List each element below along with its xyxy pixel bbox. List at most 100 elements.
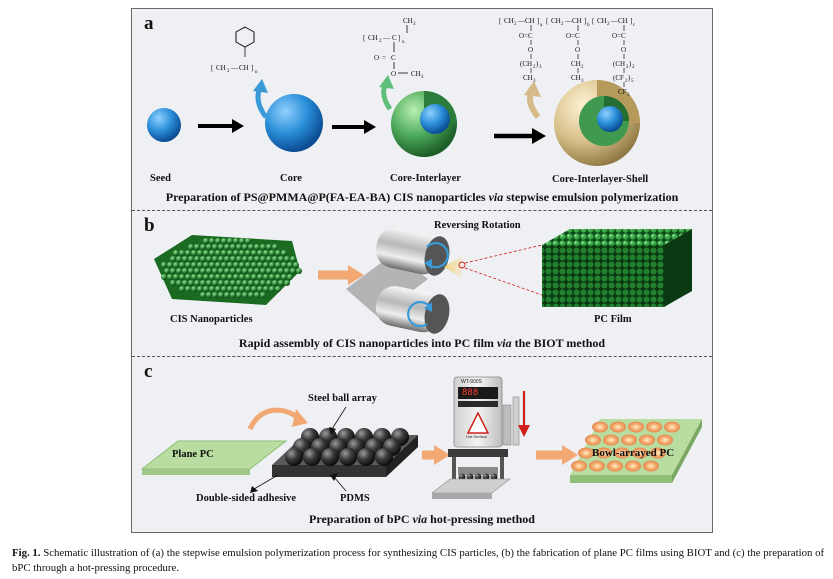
svg-text:2: 2	[379, 39, 382, 44]
core-interlayer-sphere	[391, 91, 457, 157]
svg-text:O: O	[374, 54, 379, 62]
nanoparticle	[209, 262, 215, 268]
svg-text:3: 3	[533, 79, 536, 84]
nanoparticle	[191, 274, 197, 280]
zoom-line-bottom	[464, 267, 543, 296]
nanoparticle	[167, 262, 173, 268]
nanoparticle	[260, 256, 266, 262]
panel-a-b-separator	[132, 210, 712, 211]
nanoparticle	[182, 280, 188, 286]
svg-text:CH: CH	[216, 64, 226, 72]
steel-ball	[285, 448, 303, 466]
nanoparticle	[221, 262, 227, 268]
figure-caption-text: Schematic illustration of (a) the stepwi…	[12, 547, 825, 574]
nanoparticle	[236, 292, 242, 298]
nanoparticle	[263, 250, 269, 256]
nanoparticle	[233, 286, 239, 292]
nanoparticle	[269, 250, 275, 256]
nanoparticle	[278, 280, 284, 286]
nanoparticle	[254, 280, 260, 286]
nanoparticle	[284, 256, 290, 262]
cis-nanoparticles-label: CIS Nanoparticles	[170, 314, 253, 325]
nanoparticle	[188, 268, 194, 274]
svg-text:[: [	[363, 34, 366, 42]
svg-text:O: O	[528, 46, 533, 54]
nanoparticle	[290, 256, 296, 262]
nanoparticle	[170, 256, 176, 262]
bowl	[664, 421, 680, 433]
nanoparticle	[233, 250, 239, 256]
zoom-line-top	[464, 244, 543, 264]
nanoparticle	[245, 238, 251, 244]
panel-c-label: c	[144, 361, 153, 382]
nanoparticle	[242, 244, 248, 250]
panel-c-caption: Preparation of bPC via hot-pressing meth…	[309, 512, 535, 526]
nanoparticle	[260, 292, 266, 298]
nanoparticle	[272, 256, 278, 262]
svg-text:3: 3	[413, 22, 416, 27]
nanoparticle	[266, 256, 272, 262]
svg-text:[: [	[592, 17, 595, 25]
bowl	[571, 460, 587, 472]
bowl-arrayed-pc-sheet	[570, 419, 702, 483]
svg-text:CH: CH	[597, 17, 607, 25]
svg-text:c: c	[633, 23, 636, 28]
nanoparticle	[278, 256, 284, 262]
svg-text:]: ]	[398, 34, 400, 42]
reversing-rotation-label: Reversing Rotation	[434, 220, 521, 231]
svg-text:—: —	[230, 64, 239, 72]
nanoparticle	[230, 244, 236, 250]
panel-a-caption: Preparation of PS@PMMA@P(FA-EA-BA) CIS n…	[165, 190, 679, 204]
nanoparticle	[239, 262, 245, 268]
nanoparticle	[182, 268, 188, 274]
double-sided-adhesive-label: Double-sided adhesive	[196, 493, 297, 504]
nanoparticle	[239, 286, 245, 292]
bowl	[589, 460, 605, 472]
nanoparticle	[233, 238, 239, 244]
nanoparticle	[287, 274, 293, 280]
nanoparticle	[254, 256, 260, 262]
nanoparticle	[212, 280, 218, 286]
nanoparticle	[221, 274, 227, 280]
nanoparticle	[266, 268, 272, 274]
svg-text:3: 3	[421, 75, 424, 80]
figure-caption: Fig. 1. Schematic illustration of (a) th…	[12, 546, 827, 575]
steel-ball-array-label: Steel ball array	[308, 393, 377, 404]
nanoparticle	[197, 262, 203, 268]
pc-film-label: PC Film	[594, 314, 632, 325]
nanoparticle	[191, 262, 197, 268]
pc-film-block	[542, 229, 692, 307]
nanoparticle	[218, 256, 224, 262]
nanoparticle	[179, 274, 185, 280]
pdms-label-leader	[333, 476, 347, 492]
nanoparticle	[287, 262, 293, 268]
nanoparticle	[203, 250, 209, 256]
nanoparticle	[176, 280, 182, 286]
svg-text:2: 2	[607, 22, 610, 27]
device-plate-label: Hot Surface	[466, 434, 488, 439]
nanoparticle	[284, 280, 290, 286]
svg-text:]: ]	[630, 17, 632, 25]
nanoparticle	[218, 280, 224, 286]
nanoparticle	[221, 250, 227, 256]
svg-text:a: a	[540, 23, 543, 28]
nanoparticle	[194, 268, 200, 274]
bowl	[585, 434, 601, 446]
bowl	[592, 421, 608, 433]
nanoparticle	[230, 268, 236, 274]
nanoparticle	[251, 286, 257, 292]
nanoparticle	[248, 292, 254, 298]
nanoparticle	[209, 238, 215, 244]
svg-text:3: 3	[581, 79, 584, 84]
nanoparticle	[233, 262, 239, 268]
svg-text:5: 5	[631, 79, 634, 84]
nanoparticle	[185, 250, 191, 256]
nanoparticle	[272, 280, 278, 286]
nanoparticle	[194, 244, 200, 250]
nanoparticle	[290, 268, 296, 274]
panel-a-graphics: [ CH2 — CH ] n CH3 [ CH2 — C ] n O= C O …	[140, 17, 702, 499]
nanoparticle	[224, 268, 230, 274]
nanoparticle	[182, 256, 188, 262]
bowl	[607, 460, 623, 472]
